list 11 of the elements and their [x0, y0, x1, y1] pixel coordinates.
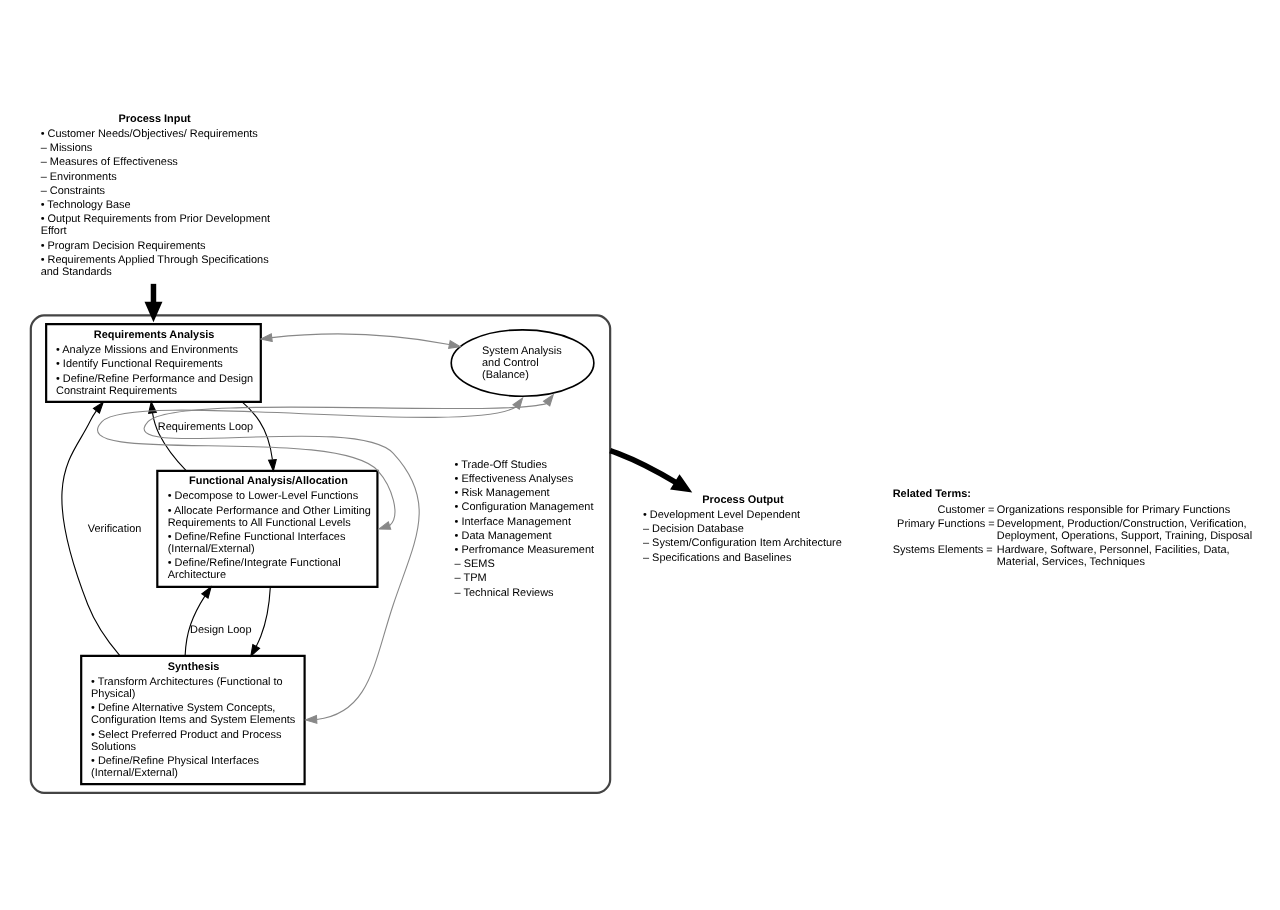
arrow — [184, 585, 212, 657]
cluster — [29, 314, 612, 794]
arrow — [61, 400, 121, 657]
arrow — [148, 400, 187, 472]
arrow — [259, 332, 462, 349]
arrow — [609, 448, 693, 493]
arrow — [241, 401, 277, 473]
arrow — [97, 396, 524, 530]
arrow — [143, 393, 555, 724]
arrow — [144, 283, 163, 323]
arrow — [250, 586, 271, 658]
